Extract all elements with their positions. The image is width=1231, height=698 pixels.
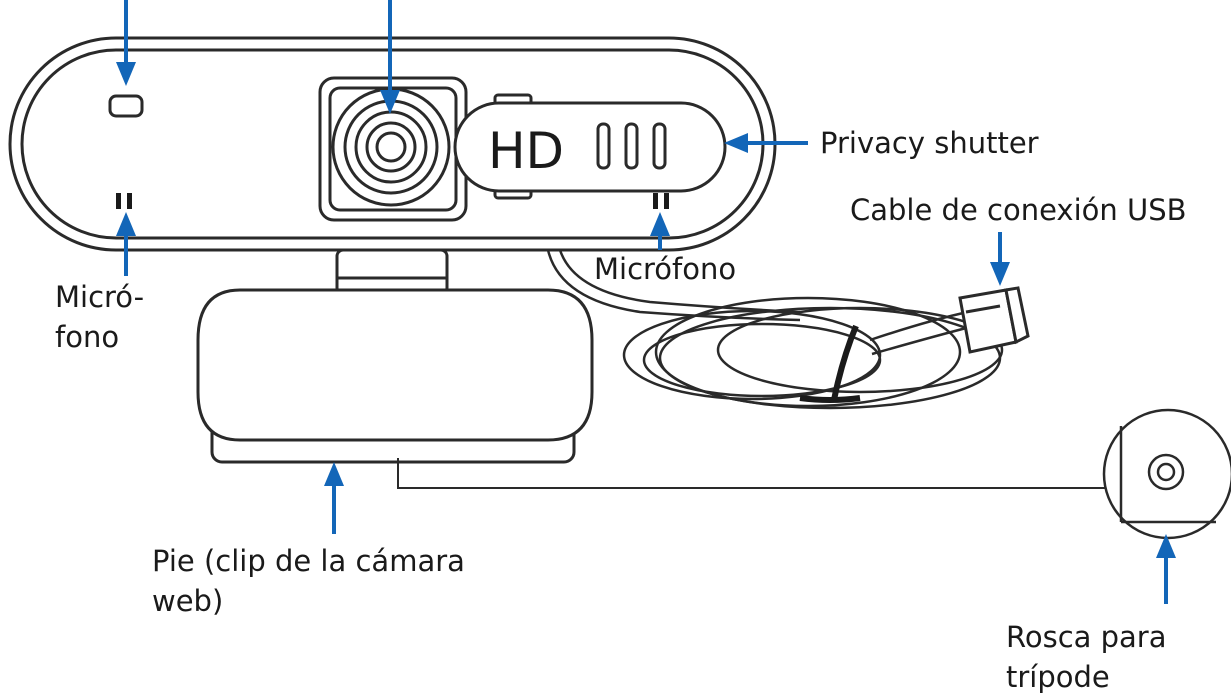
label-tripod-line1: Rosca para — [1006, 620, 1167, 654]
usb-cable — [546, 249, 1004, 410]
tripod-leader-line — [397, 458, 1106, 489]
label-tripod: Rosca para trípode — [1006, 617, 1167, 697]
label-tripod-line2: trípode — [1006, 660, 1110, 694]
label-clip: Pie (clip de la cámara web) — [152, 541, 465, 621]
lens — [331, 87, 451, 207]
mic-holes-left — [116, 193, 132, 209]
label-mic-left: Micró- fono — [55, 277, 144, 357]
arrow-clip — [324, 462, 344, 534]
label-mic-left-line2: fono — [55, 320, 120, 354]
label-mic-left-line1: Micró- — [55, 280, 145, 314]
status-led — [108, 94, 144, 118]
cable-tie — [799, 324, 861, 403]
tripod-thread-detail — [1102, 408, 1231, 540]
arrow-lens — [380, 0, 400, 114]
mic-holes-right — [653, 193, 669, 209]
arrow-led — [116, 0, 136, 86]
label-mic-right: Micrófono — [594, 252, 737, 286]
hd-logo: HD — [488, 122, 564, 180]
label-clip-line1: Pie (clip de la cámara — [152, 544, 465, 578]
arrow-mic-left — [116, 212, 136, 276]
clip-pad — [196, 288, 594, 442]
label-usb-cable: Cable de conexión USB — [850, 193, 1187, 227]
arrow-tripod — [1156, 534, 1176, 604]
arrow-mic-right — [650, 212, 670, 250]
privacy-shutter — [453, 93, 727, 200]
arrow-privacy-shutter — [724, 133, 808, 153]
label-clip-line2: web) — [152, 584, 224, 618]
label-privacy-shutter: Privacy shutter — [820, 126, 1039, 160]
neck — [335, 248, 449, 296]
arrow-usb-cable — [990, 232, 1010, 286]
usb-plug — [958, 286, 1030, 354]
pointer-arrows — [116, 0, 1176, 604]
